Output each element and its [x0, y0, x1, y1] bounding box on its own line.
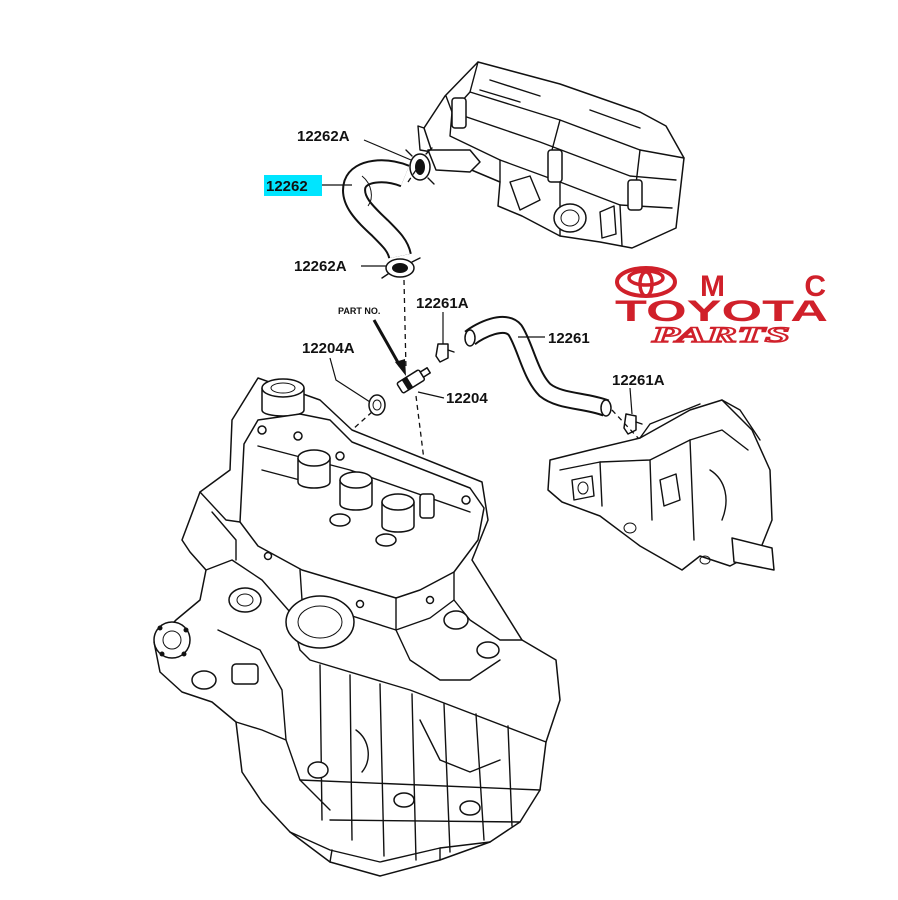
callout-12261a-right[interactable]: 12261A: [612, 372, 665, 389]
callout-12204a[interactable]: 12204A: [302, 340, 355, 357]
air-cleaner-drawing: [417, 61, 685, 249]
logo-sub-text: PARTS: [650, 322, 790, 347]
toyota-emblem-icon: [615, 266, 677, 298]
clamp-12262a-upper: [405, 147, 435, 185]
hose-12262-drawing: [342, 159, 412, 260]
callout-12262a-upper[interactable]: 12262A: [297, 128, 350, 145]
clip-12261a-right: [623, 413, 643, 435]
clip-12261a-left: [435, 343, 455, 363]
callout-12262a-lower[interactable]: 12262A: [294, 258, 347, 275]
grommet-12204a: [368, 394, 386, 416]
hose-12261-drawing: [464, 316, 612, 417]
clamp-12262a-lower: [381, 257, 421, 279]
callout-12261[interactable]: 12261: [548, 330, 590, 347]
callout-12261a-left[interactable]: 12261A: [416, 295, 469, 312]
engine-drawing: [153, 377, 561, 877]
leader-lines: [322, 139, 633, 415]
callout-labels: 12262A 12262 12262A 12261A 12261 12204A …: [264, 128, 665, 407]
logo-brand-text: TOYOTA: [615, 295, 828, 328]
intake-manifold-drawing: [547, 399, 775, 571]
callout-12204[interactable]: 12204: [446, 390, 488, 407]
ignition-coils: [297, 449, 435, 547]
part-no-label: PART NO.: [338, 306, 380, 316]
pcv-valve-12204: [396, 367, 431, 394]
callout-highlight: [264, 175, 322, 196]
callout-12262[interactable]: 12262: [266, 178, 308, 195]
omc-toyota-parts-logo: MC TOYOTA PARTS: [615, 266, 828, 348]
assembly-dash-lines: [351, 169, 641, 493]
water-pump: [153, 621, 191, 659]
